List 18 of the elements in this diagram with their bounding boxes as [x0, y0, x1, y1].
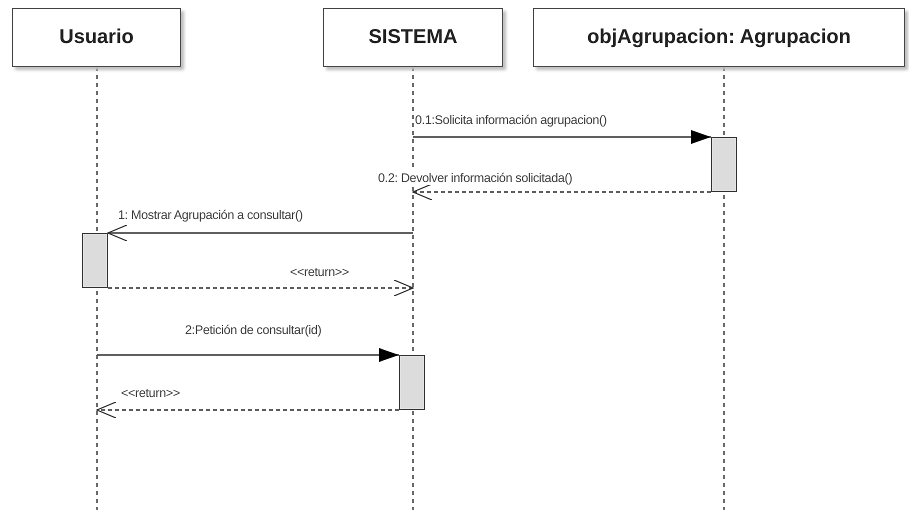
- participant-box: objAgrupacion: Agrupacion: [533, 8, 905, 67]
- edge-label: <<return>>: [121, 386, 180, 400]
- message-arrow: [97, 348, 399, 362]
- activation-bar: [711, 137, 737, 192]
- message-arrow: [107, 224, 413, 242]
- edge-label: 1: Mostrar Agrupación a consultar(): [118, 208, 303, 222]
- return-arrow: [412, 183, 711, 201]
- activation-bar: [399, 355, 425, 410]
- edge-label: <<return>>: [290, 265, 349, 279]
- edge-label: 2:Petición de consultar(id): [185, 323, 322, 337]
- message-arrow: [413, 130, 711, 144]
- edge-label: 0.1:Solicita información agrupacion(): [415, 113, 607, 127]
- edge-label: 0.2: Devolver información solicitada(): [378, 171, 572, 185]
- participant-box: Usuario: [12, 8, 181, 67]
- activation-bar: [82, 233, 108, 288]
- return-arrow: [96, 401, 399, 419]
- return-arrow: [108, 279, 414, 297]
- participant-box: SISTEMA: [323, 8, 503, 67]
